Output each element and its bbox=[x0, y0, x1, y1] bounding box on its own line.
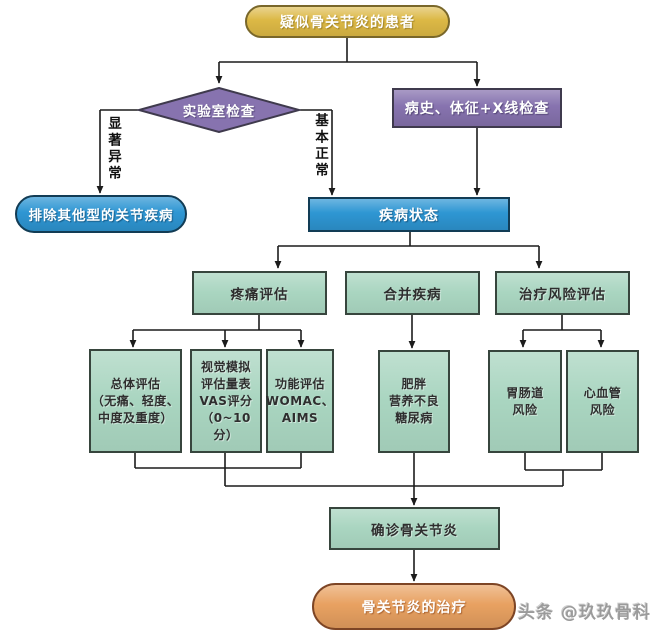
edges-state-split bbox=[274, 232, 543, 269]
node-vas-scale: 视觉模拟 评估量表 VAS评分 （0~10分） bbox=[190, 349, 262, 453]
node-osteoarthritis-treatment: 骨关节炎的治疗 bbox=[312, 583, 516, 630]
gi-risk-text: 胃肠道 风险 bbox=[506, 385, 544, 417]
node-lab-test-decision: 实验室检查 bbox=[137, 87, 301, 133]
node-function-assessment: 功能评估 WOMAC、 AIMS bbox=[266, 349, 334, 453]
node-overall-assessment: 总体评估 （无痛、轻度、 中度及重度） bbox=[89, 349, 182, 453]
vas-scale-text: 视觉模拟 评估量表 VAS评分 （0~10分） bbox=[199, 359, 253, 442]
node-exclude-other-joint-disease: 排除其他型的关节疾病 bbox=[15, 195, 187, 233]
node-lab-test-label: 实验室检查 bbox=[182, 104, 256, 120]
node-cardiovascular-risk: 心血管 风险 bbox=[566, 350, 639, 453]
edge-label-basically-normal: 基本正常 bbox=[312, 113, 328, 179]
cv-risk-text: 心血管 风险 bbox=[583, 385, 622, 417]
watermark-text: 头条 @玖玖骨科 bbox=[518, 603, 651, 623]
node-history-xray: 病史、体征+X线检查 bbox=[392, 88, 562, 128]
node-comorbidity: 合并疾病 bbox=[345, 271, 480, 315]
edge-label-significant-abnormal: 显著异常 bbox=[105, 116, 121, 182]
edges-comorbidity-risk bbox=[408, 315, 605, 349]
node-suspected-patient: 疑似骨关节炎的患者 bbox=[245, 5, 450, 38]
edges-top-split bbox=[215, 38, 481, 87]
overall-assessment-text: 总体评估 （无痛、轻度、 中度及重度） bbox=[91, 376, 180, 425]
node-confirmed-osteoarthritis: 确诊骨关节炎 bbox=[329, 507, 500, 550]
node-pain-assessment: 疼痛评估 bbox=[192, 271, 327, 315]
diamond-shape bbox=[137, 87, 301, 133]
node-treatment-risk-assessment: 治疗风险评估 bbox=[495, 271, 630, 315]
function-assessment-text: 功能评估 WOMAC、 AIMS bbox=[265, 376, 335, 425]
node-obesity-malnutrition-diabetes: 肥胖 营养不良 糖尿病 bbox=[378, 350, 450, 453]
obesity-text: 肥胖 营养不良 糖尿病 bbox=[388, 377, 439, 425]
node-disease-state: 疾病状态 bbox=[308, 197, 510, 232]
node-gastrointestinal-risk: 胃肠道 风险 bbox=[488, 350, 562, 453]
edges-pain-split bbox=[129, 315, 305, 348]
